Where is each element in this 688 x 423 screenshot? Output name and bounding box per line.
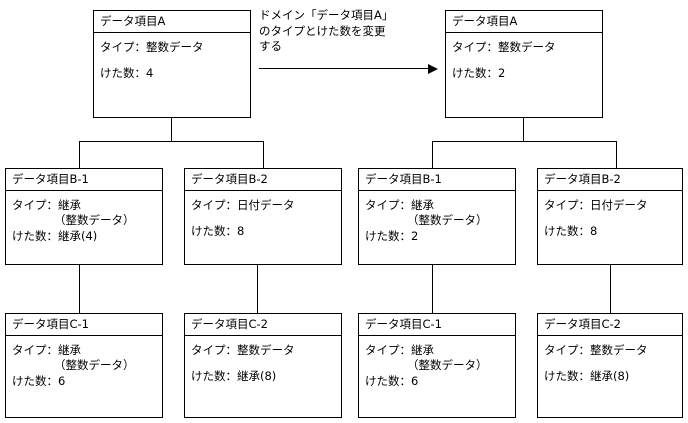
transition-arrow-shaft — [259, 68, 429, 69]
box-title: データ項目C-2 — [185, 314, 341, 336]
box-before-c1: データ項目C-1 タイプ：継承 （整数データ） けた数：6 — [5, 313, 163, 418]
box-body: タイプ：継承 （整数データ） けた数：2 — [359, 191, 515, 250]
box-attr-type-detail: （整数データ） — [54, 358, 135, 372]
box-attr-type: タイプ：日付データ — [544, 198, 648, 212]
connector-after-root-drop — [523, 118, 524, 142]
box-attr-type-detail: （整数データ） — [54, 213, 135, 227]
box-title: データ項目A — [94, 11, 250, 33]
connector-before-b2-to-c2 — [257, 265, 258, 313]
box-body: タイプ：整数データ けた数：2 — [446, 33, 602, 87]
connector-before-b1-drop — [79, 141, 80, 168]
box-attr-digits: けた数：継承(4) — [12, 229, 98, 243]
connector-after-b1-to-c1 — [432, 265, 433, 313]
box-attr-digits: けた数：8 — [191, 224, 245, 238]
box-body: タイプ：日付データ けた数：8 — [538, 191, 682, 245]
connector-before-root-drop — [171, 118, 172, 142]
box-attr-digits: けた数：継承(8) — [544, 369, 630, 383]
box-after-c2: データ項目C-2 タイプ：整数データ けた数：継承(8) — [537, 313, 683, 418]
box-attr-digits: けた数：2 — [452, 66, 506, 80]
connector-before-b2-drop — [263, 141, 264, 168]
connector-before-b1-to-c1 — [79, 265, 80, 313]
transition-arrow-head-icon — [428, 64, 438, 74]
box-title: データ項目B-1 — [359, 169, 515, 191]
box-attr-type-detail: （整数データ） — [407, 358, 488, 372]
box-title: データ項目C-2 — [538, 314, 682, 336]
box-body: タイプ：継承 （整数データ） けた数：6 — [6, 336, 162, 395]
box-title: データ項目B-1 — [6, 169, 162, 191]
box-body: タイプ：継承 （整数データ） けた数：6 — [359, 336, 515, 395]
box-title: データ項目C-1 — [359, 314, 515, 336]
transition-annotation: ドメイン「データ項目A」 のタイプとけた数を変更 する — [259, 8, 394, 53]
box-before-root-data-item-a: データ項目A タイプ：整数データ けた数：4 — [93, 10, 251, 118]
box-attr-type-detail: （整数データ） — [407, 213, 488, 227]
box-body: タイプ：日付データ けた数：8 — [185, 191, 341, 245]
box-attr-type: タイプ：継承 — [12, 343, 81, 357]
box-after-b2: データ項目B-2 タイプ：日付データ けた数：8 — [537, 168, 683, 265]
box-before-c2: データ項目C-2 タイプ：整数データ けた数：継承(8) — [184, 313, 342, 418]
box-body: タイプ：整数データ けた数：4 — [94, 33, 250, 87]
box-attr-type: タイプ：継承 — [365, 198, 434, 212]
box-after-b1: データ項目B-1 タイプ：継承 （整数データ） けた数：2 — [358, 168, 516, 265]
box-body: タイプ：整数データ けた数：継承(8) — [185, 336, 341, 390]
box-before-b1: データ項目B-1 タイプ：継承 （整数データ） けた数：継承(4) — [5, 168, 163, 265]
connector-after-b1-drop — [432, 141, 433, 168]
connector-after-b2-to-c2 — [610, 265, 611, 313]
connector-after-b2-drop — [616, 141, 617, 168]
box-attr-type: タイプ：整数データ — [544, 343, 648, 357]
box-attr-type: タイプ：整数データ — [191, 343, 295, 357]
box-attr-digits: けた数：6 — [12, 374, 66, 388]
box-body: タイプ：継承 （整数データ） けた数：継承(4) — [6, 191, 162, 250]
box-attr-type: タイプ：整数データ — [100, 40, 204, 54]
box-attr-digits: けた数：4 — [100, 66, 154, 80]
box-attr-type: タイプ：整数データ — [452, 40, 556, 54]
box-before-b2: データ項目B-2 タイプ：日付データ けた数：8 — [184, 168, 342, 265]
box-title: データ項目C-1 — [6, 314, 162, 336]
box-after-c1: データ項目C-1 タイプ：継承 （整数データ） けた数：6 — [358, 313, 516, 418]
connector-before-bus — [79, 141, 264, 142]
box-attr-digits: けた数：継承(8) — [191, 369, 277, 383]
box-attr-type: タイプ：日付データ — [191, 198, 295, 212]
box-attr-type: タイプ：継承 — [365, 343, 434, 357]
box-title: データ項目A — [446, 11, 602, 33]
box-body: タイプ：整数データ けた数：継承(8) — [538, 336, 682, 390]
box-attr-digits: けた数：6 — [365, 374, 419, 388]
box-attr-digits: けた数：2 — [365, 229, 419, 243]
box-title: データ項目B-2 — [538, 169, 682, 191]
box-after-root-data-item-a: データ項目A タイプ：整数データ けた数：2 — [445, 10, 603, 118]
box-attr-digits: けた数：8 — [544, 224, 598, 238]
box-title: データ項目B-2 — [185, 169, 341, 191]
connector-after-bus — [432, 141, 617, 142]
box-attr-type: タイプ：継承 — [12, 198, 81, 212]
